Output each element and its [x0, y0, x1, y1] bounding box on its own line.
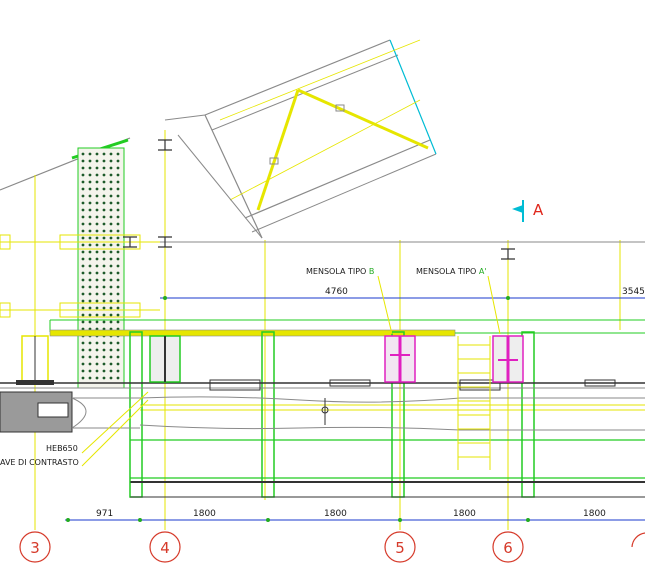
- axis-bubble-4: 4: [149, 531, 181, 563]
- bottom-dimension-line: 971 1800 1800 1800 1800: [65, 509, 645, 522]
- bracket-left: [16, 335, 54, 385]
- main-beam: [0, 379, 645, 431]
- mensola-a-suffix: A': [479, 267, 487, 276]
- bottom-dim-0: 971: [96, 509, 113, 519]
- section-marker: A: [512, 200, 544, 222]
- bracket-axis-4: [149, 335, 181, 383]
- axis-bubble-5: 5: [384, 531, 416, 563]
- axis-bubble-6: 6: [492, 531, 524, 563]
- axis-bubble-3: 3: [19, 531, 51, 563]
- svg-text:6: 6: [503, 539, 513, 557]
- upper-dim-2: 3545: [622, 287, 645, 297]
- upper-dimensions: 4760 3545: [325, 287, 645, 297]
- bottom-dim-2: 1800: [324, 509, 347, 519]
- svg-text:MENSOLA TIPO B: MENSOLA TIPO B: [306, 267, 374, 276]
- mensola-a-prefix: MENSOLA TIPO: [416, 267, 479, 276]
- upper-dimension-line: [160, 296, 645, 300]
- travi-label: AVE DI CONTRASTO: [0, 458, 79, 467]
- perforated-column: [77, 147, 125, 389]
- inclined-truss: [164, 39, 437, 239]
- bracket-tipo-a: [492, 335, 524, 383]
- svg-text:4: 4: [160, 539, 170, 557]
- svg-text:3: 3: [30, 539, 40, 557]
- heb-label: HEB650: [46, 444, 78, 453]
- ladder: [457, 336, 491, 470]
- ibeam-symbols: [123, 139, 515, 260]
- svg-text:5: 5: [395, 539, 405, 557]
- mensola-b-suffix: B: [369, 267, 375, 276]
- left-abutment: [0, 391, 140, 433]
- green-frame: [129, 331, 645, 498]
- bottom-dim-4: 1800: [583, 509, 606, 519]
- mensola-b-prefix: MENSOLA TIPO: [306, 267, 369, 276]
- svg-text:MENSOLA TIPO A': MENSOLA TIPO A': [416, 267, 487, 276]
- bottom-dim-3: 1800: [453, 509, 476, 519]
- labels: MENSOLA TIPO B MENSOLA TIPO A' HEB650 AV…: [0, 267, 501, 467]
- upper-dim-1: 4760: [325, 287, 348, 297]
- axis-bubbles: 3 4 5 6: [19, 531, 645, 563]
- bracket-tipo-b: [384, 335, 416, 383]
- section-label: A: [533, 201, 544, 219]
- bottom-dim-1: 1800: [193, 509, 216, 519]
